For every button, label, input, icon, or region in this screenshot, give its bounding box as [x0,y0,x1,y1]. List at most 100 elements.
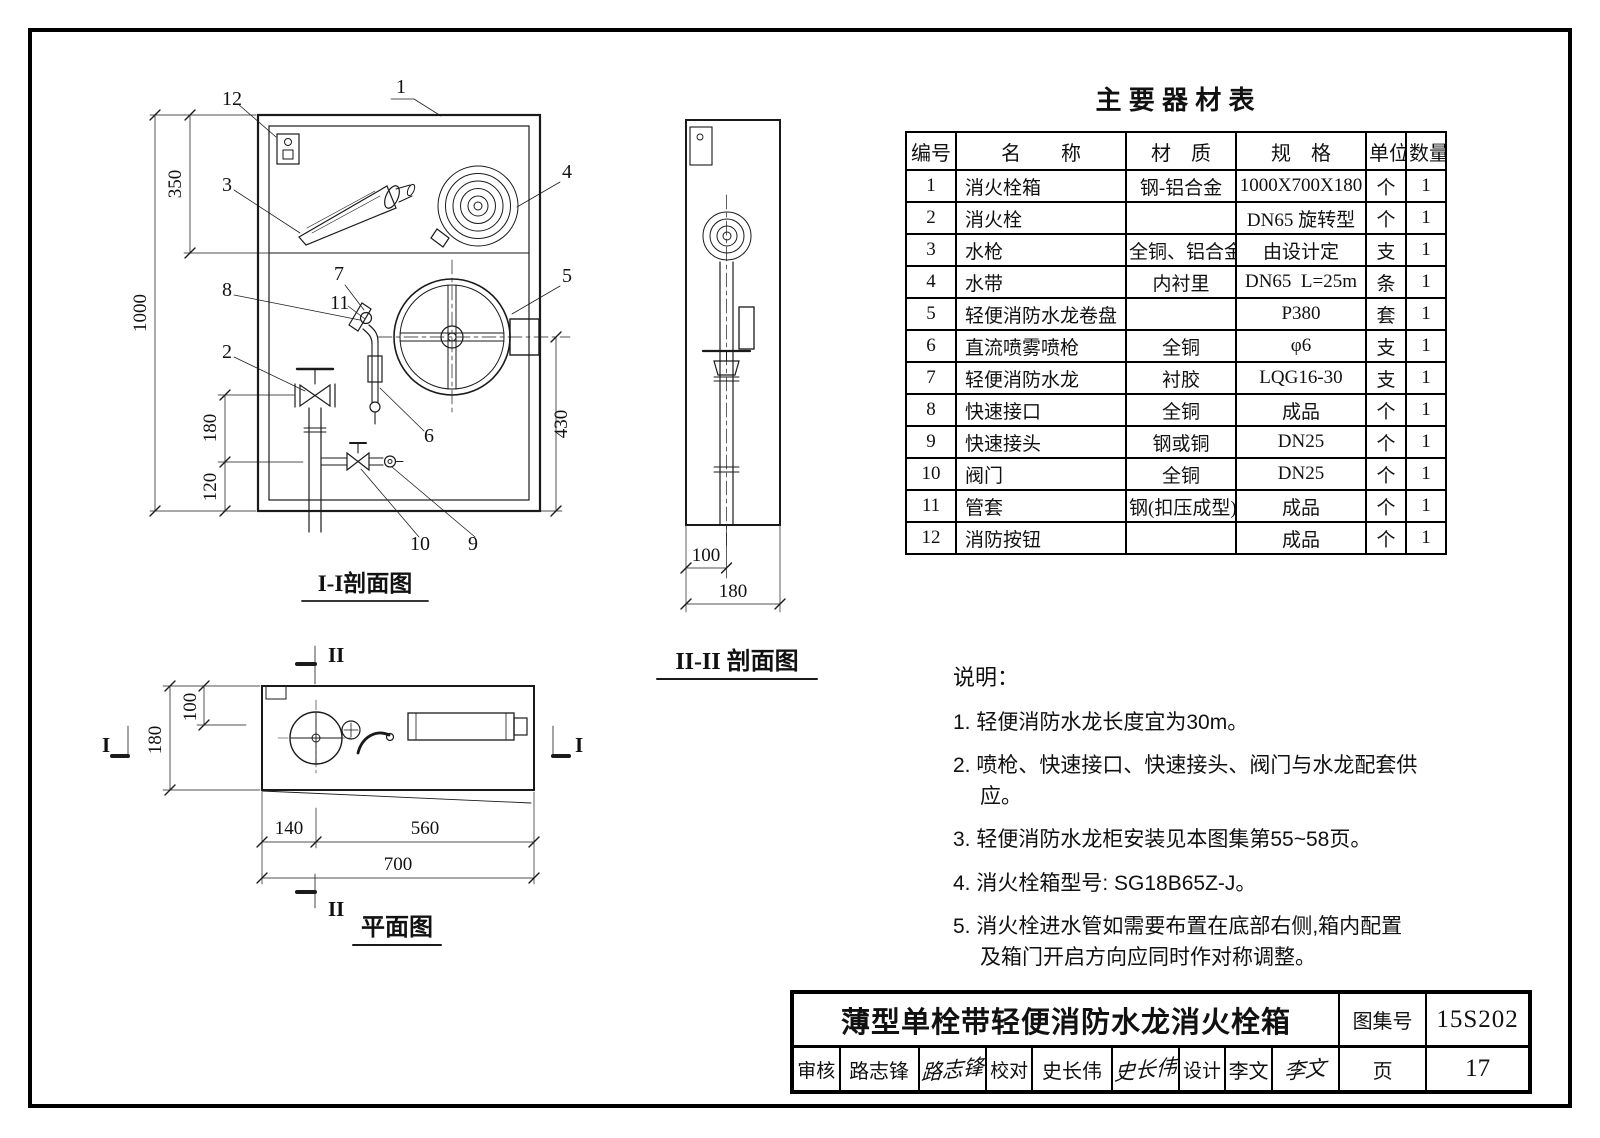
table-cell: 水枪 [955,233,1127,267]
table-cell: 套 [1365,297,1407,331]
table-cell: 钢(扣压成型) [1125,489,1237,523]
table-cell: 1 [1405,233,1447,267]
plan-view-drawing: II II I I [102,643,583,946]
review-signature: 路志锋 [920,1048,987,1090]
callout-5: 5 [562,265,572,287]
header-name: 名 称 [955,131,1127,171]
table-cell: 个 [1365,201,1407,235]
signature-text: 史长伟 [1113,1055,1177,1086]
table-cell: 2 [905,201,957,235]
caption-section-II-II: II-II 剖面图 [675,647,798,675]
table-cell: 1 [1405,521,1447,555]
table-cell: φ6 [1235,329,1367,363]
table-cell: 全铜 [1125,329,1237,363]
marker-I-left: I [102,733,110,757]
caption-plan-view: 平面图 [361,914,433,941]
callout-6: 6 [424,425,434,447]
table-cell: 支 [1365,329,1407,363]
table-cell: 个 [1365,521,1407,555]
callout-9: 9 [468,533,478,555]
drawing-title: 薄型单栓带轻便消防水龙消火栓箱 [794,994,1341,1045]
check-name: 史长伟 [1033,1048,1113,1090]
design-signature: 李文 [1273,1048,1341,1090]
table-cell [1125,521,1237,555]
dimension-ticks [149,109,562,517]
hose-roll [430,165,519,248]
marker-I-right: I [575,733,583,757]
dim-700-label: 700 [384,854,413,875]
design-label: 设计 [1180,1048,1227,1090]
table-cell: 消火栓箱 [955,169,1127,203]
table-cell: 1 [1405,457,1447,491]
door-swing-line [261,790,532,804]
review-label: 审核 [794,1048,841,1090]
page-number: 17 [1465,1055,1491,1082]
dim-1000-label: 1000 [130,294,151,332]
note-item: 5. 消火栓进水管如需要布置在底部右侧,箱内配置及箱门开启方向应同时作对称调整。 [953,915,1403,969]
dim-140-label: 140 [275,818,304,839]
callout-leaders [233,98,561,538]
table-cell: 12 [905,521,957,555]
table-cell: 8 [905,393,957,427]
table-cell: 支 [1365,233,1407,267]
marker-II-bottom: II [328,897,344,921]
spray-gun-hose [348,302,383,425]
notes-section: 说明： 1. 轻便消防水龙长度宜为30m。2. 喷枪、快速接口、快速接头、阀门与… [953,660,1423,986]
note-item: 3. 轻便消防水龙柜安装见本图集第55~58页。 [953,828,1372,852]
callout-10: 10 [410,533,430,555]
table-cell: 钢-铝合金 [1125,169,1237,203]
table-cell: 管套 [955,489,1127,523]
page-border [28,28,1572,1108]
header-material: 材 质 [1125,131,1237,171]
table-cell: 3 [905,233,957,267]
table-cell: 个 [1365,457,1407,491]
table-cell: 11 [905,489,957,523]
table-cell: 个 [1365,489,1407,523]
water-gun [298,183,416,246]
table-cell: 10 [905,457,957,491]
table-cell: 1 [1405,489,1447,523]
dim-plan-180-label: 180 [145,726,166,755]
caption-section-I-I: I-I剖面图 [318,570,413,596]
table-cell: 1 [1405,361,1447,395]
dimension-lines [154,114,557,512]
table-cell: 全铜、铝合金 [1125,233,1237,267]
table-cell: P380 [1235,297,1367,331]
table-cell: 6 [905,329,957,363]
dim-560-label: 560 [411,818,440,839]
table-cell: 轻便消防水龙 [955,361,1127,395]
callout-12: 12 [222,88,242,110]
table-cell: 全铜 [1125,457,1237,491]
callout-3: 3 [222,174,232,196]
review-name: 路志锋 [841,1048,920,1090]
table-cell: 成品 [1235,393,1367,427]
drawings-canvas: 12 1 3 8 7 11 2 6 10 9 5 4 [102,76,818,946]
hydrant-valve [294,367,336,533]
notes-title: 说明： [953,665,1020,690]
callout-11: 11 [330,292,349,314]
table-cell: 1 [1405,265,1447,299]
check-label: 校对 [987,1048,1034,1090]
table-cell: 消火栓 [955,201,1127,235]
table-cell: 个 [1365,169,1407,203]
header-spec: 规 格 [1235,131,1367,171]
callout-8: 8 [222,279,232,301]
header-no: 编号 [905,131,957,171]
table-cell: DN65 旋转型 [1235,201,1367,235]
table-cell [1125,297,1237,331]
table-cell: 个 [1365,393,1407,427]
table-cell: 1 [1405,393,1447,427]
table-cell: 7 [905,361,957,395]
table-cell: 由设计定 [1235,233,1367,267]
hydrant-box-outline [256,113,542,513]
callout-4: 4 [562,161,572,183]
